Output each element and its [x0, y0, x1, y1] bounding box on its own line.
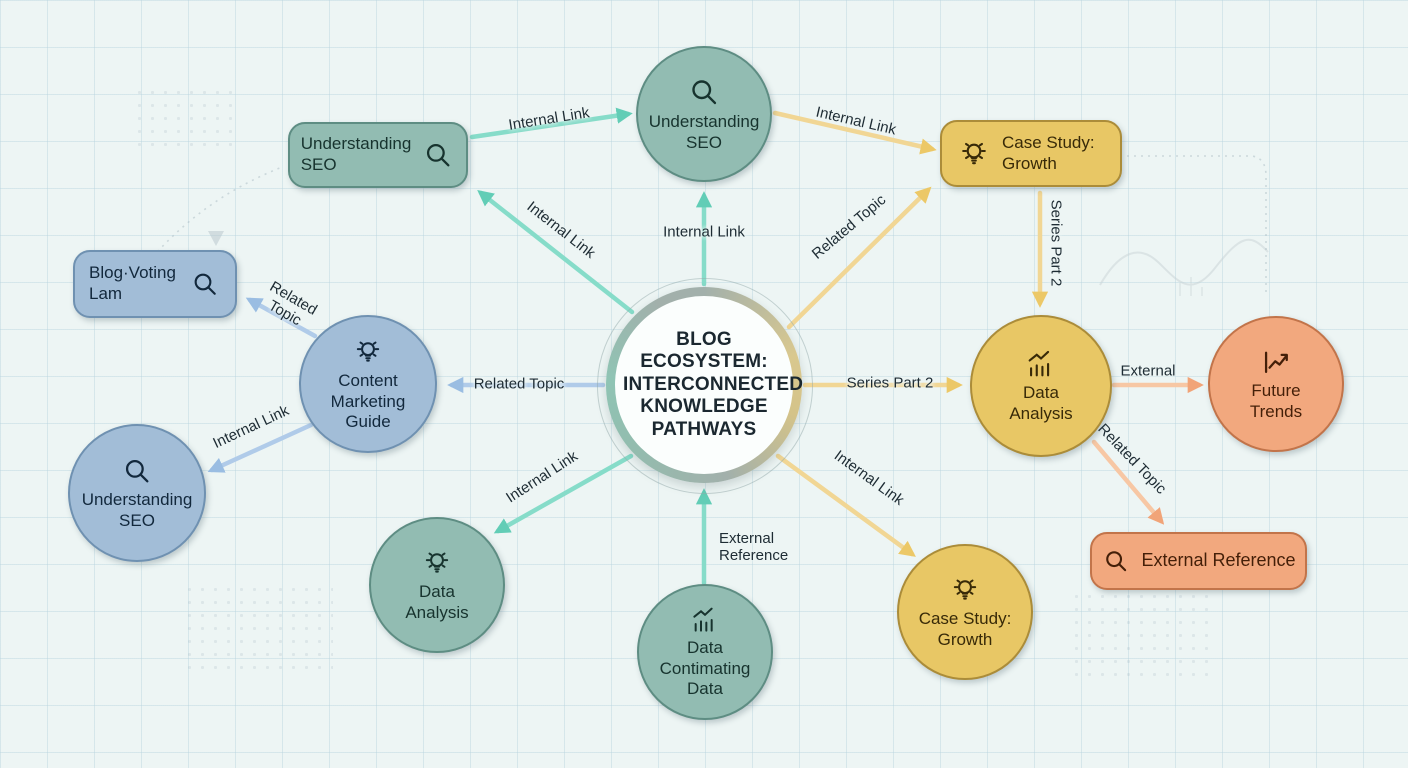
- node-case-study-growth-circle[interactable]: Case Study: Growth: [897, 544, 1033, 680]
- node-label: Understanding SEO: [300, 134, 412, 174]
- node-label: Data Analysis: [405, 582, 469, 622]
- node-content-marketing-guide[interactable]: Content Marketing Guide: [299, 315, 437, 453]
- node-label: Blog·Voting Lam: [89, 263, 176, 303]
- node-data-contimating-data[interactable]: Data Contimating Data: [637, 584, 773, 720]
- yellow-edges: [772, 110, 1049, 557]
- edge-label: Internal Link: [663, 223, 745, 241]
- edge-label: Series Part 2: [846, 374, 934, 392]
- node-understanding-seo-circle-top[interactable]: Understanding SEO: [636, 46, 772, 182]
- halftone-decoration: [133, 86, 241, 154]
- node-label: Future Trends: [1249, 381, 1303, 421]
- halftone-decoration: [183, 583, 333, 678]
- node-label: Case Study: Growth: [918, 609, 1012, 649]
- node-label: Data Contimating Data: [659, 637, 751, 699]
- lightbulb-icon: [420, 546, 454, 580]
- magnifier-icon: [1101, 546, 1131, 576]
- edge-label: Series Part 2: [1047, 199, 1065, 287]
- node-label: Understanding SEO: [81, 490, 193, 530]
- line-chart-icon: [1259, 345, 1293, 379]
- edge-label: Related Topic: [473, 375, 565, 393]
- teal-edges: [469, 107, 713, 586]
- node-data-analysis-teal[interactable]: Data Analysis: [369, 517, 505, 653]
- node-blog-voting-lam-box[interactable]: Blog·Voting Lam: [73, 250, 237, 318]
- hub-title: BLOG ECOSYSTEM: INTERCONNECTED KNOWLEDGE…: [623, 328, 804, 440]
- sketch-decoration: [1099, 238, 1269, 296]
- faint-arrow-decoration: [208, 231, 224, 246]
- hub-outer-ring: [597, 278, 813, 494]
- node-label: Content Marketing Guide: [330, 370, 406, 432]
- node-label: Data Analysis: [1009, 383, 1073, 423]
- bar-chart-icon: [689, 604, 721, 636]
- node-label: Understanding SEO: [648, 112, 760, 152]
- bar-chart-icon: [1024, 347, 1058, 381]
- node-external-reference-box[interactable]: External Reference: [1090, 532, 1307, 590]
- hub-node[interactable]: BLOG ECOSYSTEM: INTERCONNECTED KNOWLEDGE…: [615, 296, 804, 474]
- magnifier-icon: [686, 74, 722, 110]
- halftone-decoration: [1070, 590, 1218, 685]
- orange-edges: [1091, 376, 1204, 525]
- blue-edges: [207, 297, 606, 473]
- node-future-trends[interactable]: Future Trends: [1208, 316, 1344, 452]
- lightbulb-icon: [351, 335, 385, 369]
- node-data-analysis-yellow[interactable]: Data Analysis: [970, 315, 1112, 457]
- node-label: External Reference: [1141, 550, 1296, 571]
- edge-label: External Reference: [719, 530, 789, 565]
- node-label: Case Study: Growth: [1002, 132, 1095, 173]
- lightbulb-icon: [956, 136, 992, 172]
- magnifier-icon: [189, 268, 221, 300]
- magnifier-icon: [421, 138, 455, 172]
- edge-label: External: [1120, 362, 1176, 380]
- node-case-study-growth-box[interactable]: Case Study: Growth: [940, 120, 1122, 187]
- magnifier-icon: [120, 454, 154, 488]
- node-understanding-seo-box[interactable]: Understanding SEO: [288, 122, 468, 188]
- node-understanding-seo-circle-left[interactable]: Understanding SEO: [68, 424, 206, 562]
- lightbulb-icon: [948, 573, 982, 607]
